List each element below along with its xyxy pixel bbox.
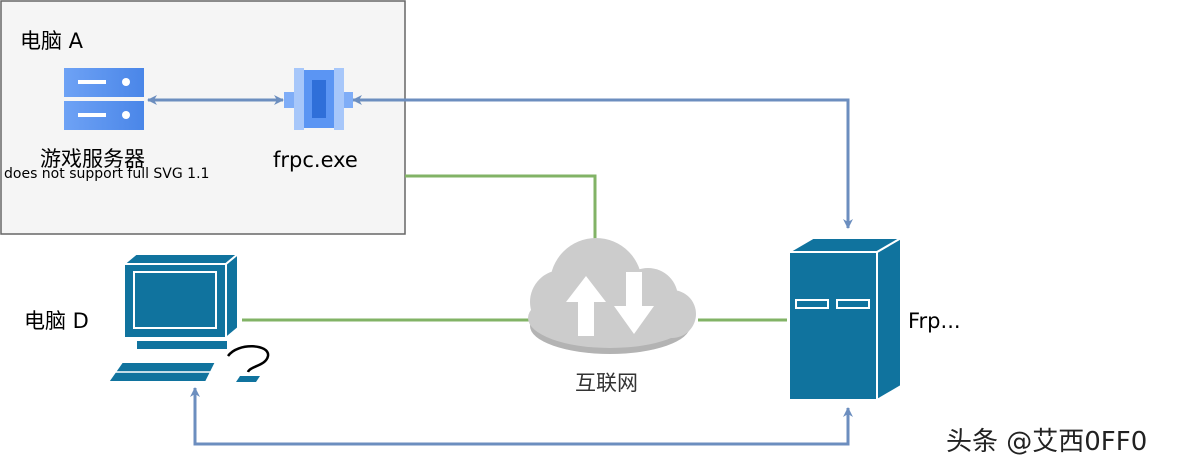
- internet-label: 互联网: [575, 371, 638, 395]
- mouse-cable: [226, 345, 270, 373]
- svg-fallback-text: does not support full SVG 1.1: [4, 166, 209, 182]
- pc-d-label: 电脑 D: [24, 309, 89, 333]
- arrow-frp-pcd: [190, 387, 853, 446]
- download-arrow-icon: [614, 272, 654, 334]
- frp-server-icon: [788, 237, 902, 401]
- upload-arrow-icon: [566, 276, 606, 336]
- watermark-text: 头条 @艾西0FF0: [946, 427, 1147, 457]
- game-server-label: 游戏服务器: [40, 147, 145, 171]
- frpc-icon: [284, 68, 353, 130]
- game-server-icon: [64, 68, 144, 130]
- frpc-label: frpc.exe: [273, 148, 358, 172]
- internet-cloud-icon: [528, 238, 696, 354]
- link-frpc-internet: [405, 174, 597, 244]
- frp-server-label: Frp...: [908, 309, 961, 333]
- arrow-frpc-frp: [352, 95, 853, 229]
- pc-d-icon: [107, 253, 270, 383]
- group-label-pc-a: 电脑 A: [20, 29, 84, 53]
